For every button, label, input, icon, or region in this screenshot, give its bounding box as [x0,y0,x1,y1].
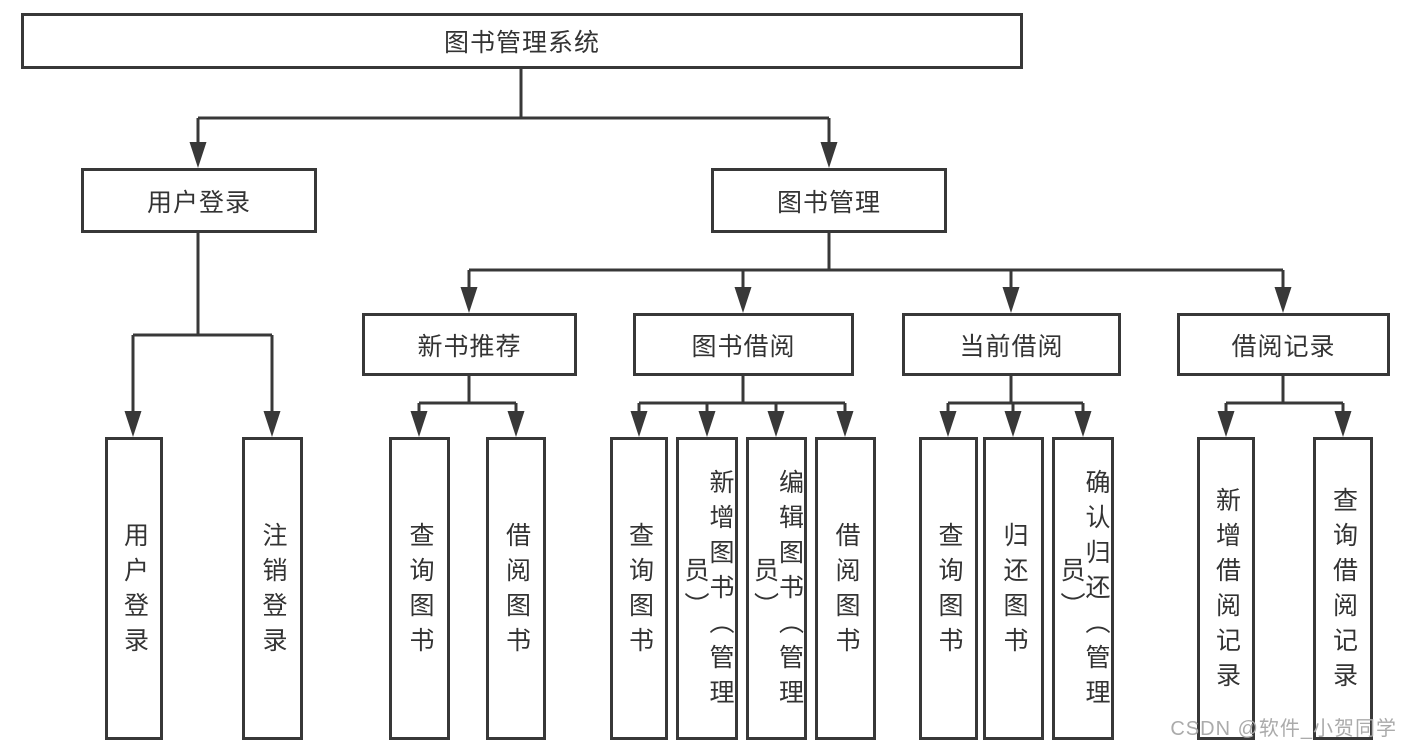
leaf-borrow-book-recommend: 借阅图书 [486,437,546,740]
node-label: 用户登录 [120,521,149,662]
node-label: 借阅图书 [832,521,860,662]
node-label: 查询图书 [935,521,963,662]
node-current-borrowing: 当前借阅 [902,313,1121,376]
node-label: 用户登录 [146,188,251,217]
node-label: 图书管理系统 [443,29,600,57]
node-label: 查询图书 [625,521,654,662]
node-label: 当前借阅 [959,332,1064,361]
leaf-query-borrow-record: 查询借阅记录 [1313,437,1373,740]
leaf-edit-book-admin: 编辑图书（管理员） [746,437,807,740]
node-label: 新书推荐 [417,332,522,361]
node-label: 确认归还（管理员） [1057,469,1110,714]
leaf-add-book-admin: 新增图书（管理员） [676,437,738,740]
node-new-book-recommend: 新书推荐 [362,313,577,376]
node-user-login: 用户登录 [81,168,317,233]
csdn-watermark: CSDN @软件_小贺同学 [1170,718,1397,740]
node-label: 编辑图书（管理员） [750,469,804,714]
leaf-borrow-book: 借阅图书 [815,437,876,740]
leaf-confirm-return-admin: 确认归还（管理员） [1052,437,1114,740]
node-library-management-system: 图书管理系统 [21,13,1023,69]
node-label: 新增借阅记录 [1212,486,1241,697]
node-label: 查询借阅记录 [1329,486,1358,697]
node-book-borrowing: 图书借阅 [633,313,854,376]
node-label: 借阅图书 [502,521,531,662]
leaf-logout: 注销登录 [242,437,303,740]
leaf-query-book-current: 查询图书 [919,437,978,740]
leaf-query-book-borrowing: 查询图书 [610,437,668,740]
leaf-query-book-recommend: 查询图书 [389,437,450,740]
node-label: 借阅记录 [1231,332,1336,361]
node-label: 新增图书（管理员） [681,469,734,714]
arrowheads [124,142,1352,437]
node-borrowing-records: 借阅记录 [1177,313,1390,376]
leaf-return-book: 归还图书 [983,437,1044,740]
node-label: 查询图书 [406,521,434,662]
connector-segments [131,69,1345,415]
node-label: 图书借阅 [691,332,796,361]
leaf-user-login: 用户登录 [105,437,163,740]
node-label: 归还图书 [1000,521,1028,662]
node-label: 图书管理 [776,188,881,217]
leaf-add-borrow-record: 新增借阅记录 [1197,437,1255,740]
node-label: 注销登录 [259,521,287,662]
node-book-management: 图书管理 [711,168,947,233]
